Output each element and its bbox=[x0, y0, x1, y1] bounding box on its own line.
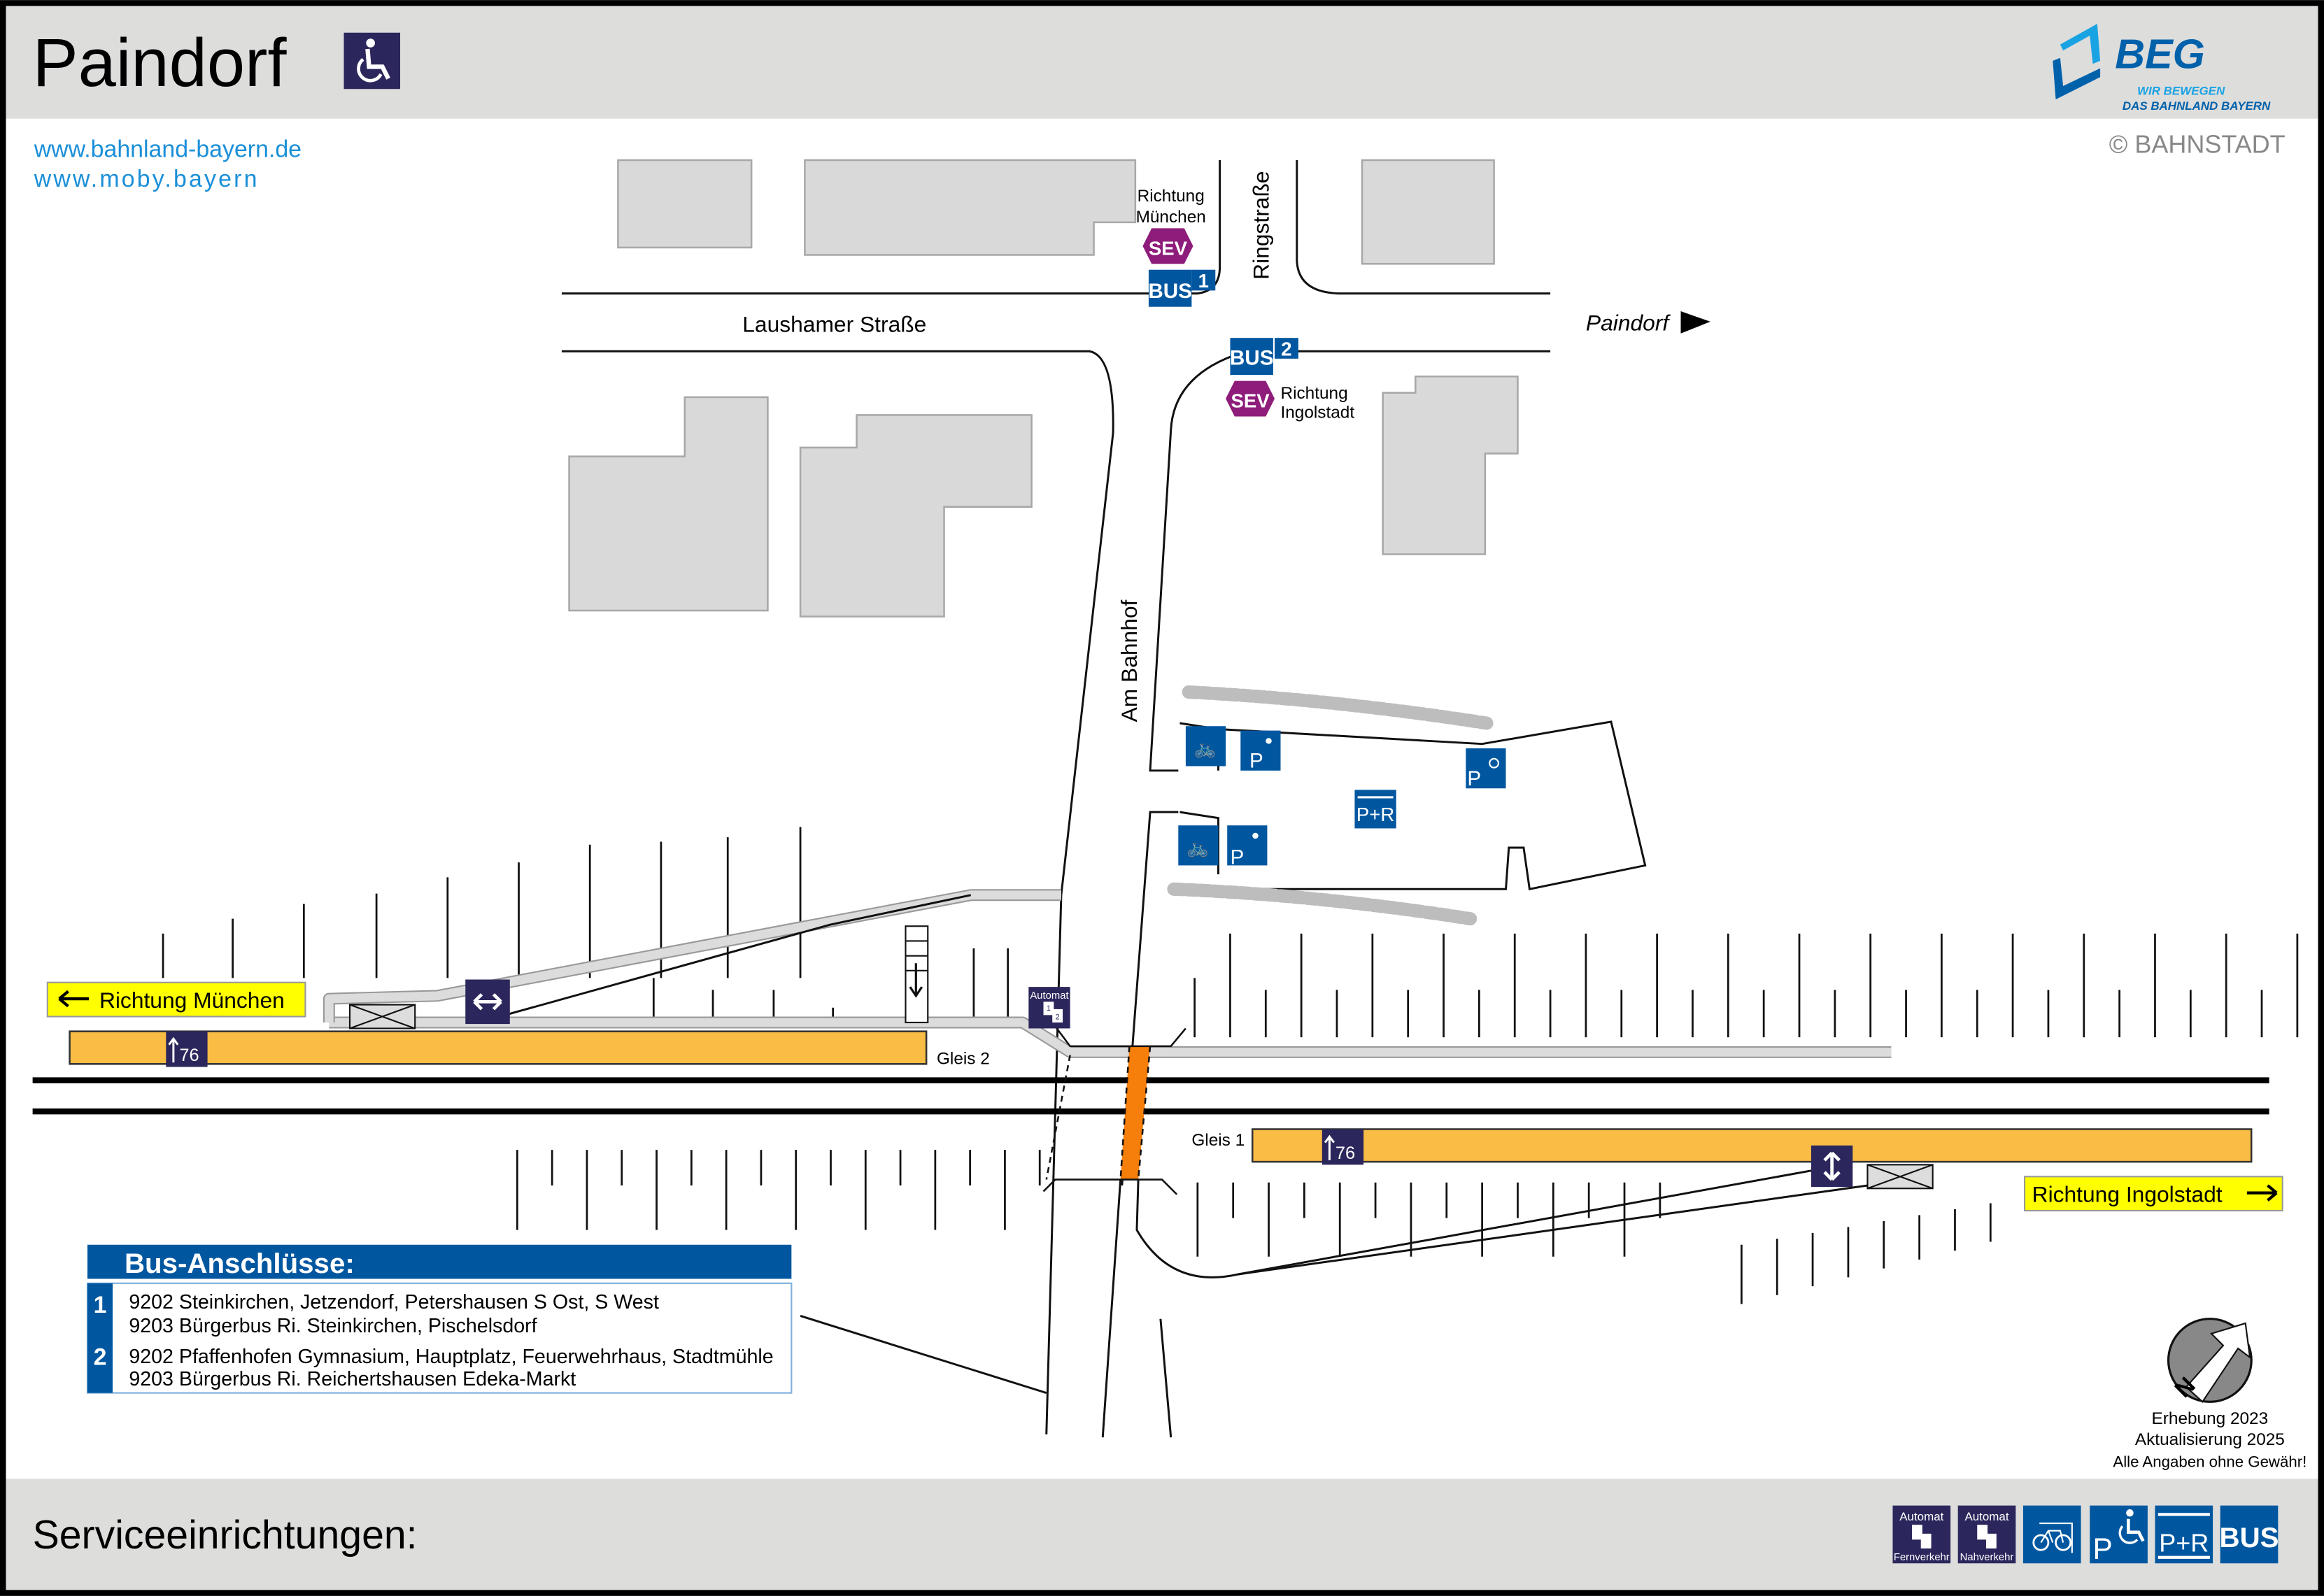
roads bbox=[561, 159, 1868, 1438]
svg-text:DAS BAHNLAND BAYERN: DAS BAHNLAND BAYERN bbox=[2123, 99, 2271, 113]
buildings bbox=[568, 159, 1519, 618]
svg-text:Richtung: Richtung bbox=[1280, 384, 1347, 403]
svg-text:BUS: BUS bbox=[1148, 280, 1192, 303]
ticket-machine-long-distance-icon: Automat Fernverkehr bbox=[1892, 1505, 1951, 1564]
svg-text:9203 Bürgerbus Ri. Steinkirche: 9203 Bürgerbus Ri. Steinkirchen, Pischel… bbox=[129, 1315, 537, 1337]
bike-parking-icon: 🚲 bbox=[1185, 726, 1226, 767]
shelter-icon bbox=[348, 1004, 416, 1029]
bike-parking-icon: 🚲 bbox=[1178, 825, 1219, 866]
sev-icon bbox=[1142, 228, 1193, 264]
direction-paindorf: Paindorf bbox=[1586, 311, 1671, 336]
link-moby-bayern[interactable]: www.moby.bayern bbox=[34, 166, 260, 192]
bus-stop-1[interactable]: Richtung München SEV BUS 1 bbox=[1136, 187, 1216, 307]
north-arrow-icon: N bbox=[2167, 1318, 2253, 1403]
ticket-machine-icon[interactable]: Automat 1 2 bbox=[1028, 987, 1070, 1029]
label-gleis-2: Gleis 2 bbox=[937, 1049, 990, 1068]
sev-icon bbox=[1226, 380, 1275, 417]
hedges bbox=[1167, 685, 1494, 926]
stairs-icon bbox=[905, 925, 929, 1024]
svg-text:P: P bbox=[1230, 846, 1244, 869]
label-gleis-1: Gleis 1 bbox=[1191, 1131, 1245, 1150]
arrow-right-icon bbox=[1680, 311, 1710, 334]
crossing-outline bbox=[1042, 1022, 1186, 1195]
park-and-ride-icon: P+R bbox=[1354, 790, 1396, 829]
platform-height-icon: 76 bbox=[166, 1031, 208, 1067]
svg-text:Ingolstadt: Ingolstadt bbox=[1280, 404, 1354, 422]
disabled-parking-icon: P bbox=[1240, 730, 1281, 773]
svg-text:9202 Pfaffenhofen Gymnasium, H: 9202 Pfaffenhofen Gymnasium, Hauptplatz,… bbox=[129, 1346, 773, 1368]
svg-text:🚲: 🚲 bbox=[1186, 838, 1209, 857]
svg-text:2: 2 bbox=[1056, 1013, 1060, 1022]
wheelchair-icon bbox=[343, 32, 401, 90]
svg-text:Nahverkehr: Nahverkehr bbox=[1960, 1552, 2014, 1563]
svg-text:Bus-Anschlüsse:: Bus-Anschlüsse: bbox=[125, 1248, 355, 1279]
link-bahnland-bayern[interactable]: www.bahnland-bayern.de bbox=[34, 136, 302, 163]
direction-sign-ingolstadt: Richtung Ingolstadt bbox=[2023, 1176, 2283, 1212]
svg-text:1: 1 bbox=[94, 1292, 107, 1318]
disabled-parking-icon: P bbox=[2090, 1505, 2148, 1565]
step-free-access-horizontal-icon bbox=[465, 979, 510, 1025]
platform-gleis-1 bbox=[1251, 1128, 2253, 1163]
direction-sign-muenchen: Richtung München bbox=[46, 981, 306, 1018]
page-title: Paindorf bbox=[33, 24, 288, 101]
svg-text:P+R: P+R bbox=[2159, 1528, 2209, 1557]
bus-icon bbox=[1148, 269, 1192, 307]
platform-markers bbox=[162, 827, 2299, 1304]
bus-icon: BUS bbox=[2220, 1505, 2279, 1564]
svg-text:Automat: Automat bbox=[1030, 990, 1069, 1002]
step-free-access-vertical-icon bbox=[1811, 1145, 1853, 1188]
svg-text:2: 2 bbox=[94, 1344, 107, 1370]
bus-icon bbox=[1230, 338, 1273, 376]
svg-text:München: München bbox=[1136, 208, 1206, 227]
bike-parking-icon bbox=[2022, 1505, 2081, 1564]
svg-text:Automat: Automat bbox=[1899, 1510, 1943, 1523]
bus-stop-2[interactable]: BUS 2 SEV Richtung Ingolstadt bbox=[1226, 338, 1354, 422]
walkways bbox=[323, 889, 1892, 1058]
svg-text:Fernverkehr: Fernverkehr bbox=[1894, 1552, 1950, 1563]
svg-text:9202 Steinkirchen, Jetzendorf,: 9202 Steinkirchen, Jetzendorf, Petershau… bbox=[129, 1291, 659, 1313]
svg-text:76: 76 bbox=[179, 1046, 199, 1065]
svg-text:P: P bbox=[2092, 1532, 2112, 1565]
motorcycle-parking-icon: P bbox=[1466, 748, 1506, 790]
svg-text:SEV: SEV bbox=[1231, 390, 1270, 412]
svg-text:Automat: Automat bbox=[1964, 1510, 2008, 1523]
svg-text:2: 2 bbox=[1281, 339, 1291, 360]
svg-text:Richtung München: Richtung München bbox=[99, 988, 285, 1013]
svg-text:1: 1 bbox=[1198, 270, 1209, 292]
svg-text:Richtung Ingolstadt: Richtung Ingolstadt bbox=[2032, 1181, 2223, 1206]
svg-text:P: P bbox=[1249, 750, 1263, 773]
survey-date: Erhebung 2023 bbox=[2152, 1409, 2269, 1428]
disclaimer: Alle Angaben ohne Gewähr! bbox=[2113, 1453, 2307, 1471]
platform-gleis-2 bbox=[69, 1030, 928, 1065]
disabled-parking-icon: P bbox=[1227, 825, 1268, 869]
street-ring: Ringstraße bbox=[1249, 171, 1274, 279]
svg-text:BUS: BUS bbox=[2220, 1522, 2279, 1553]
svg-text:WIR BEWEGEN: WIR BEWEGEN bbox=[2137, 85, 2225, 98]
bus-connections-panel: Bus-Anschlüsse: 1 9202 Steinkirchen, Jet… bbox=[86, 1244, 793, 1394]
update-date: Aktualisierung 2025 bbox=[2135, 1430, 2285, 1449]
svg-text:76: 76 bbox=[1335, 1143, 1355, 1163]
platform-height-icon: 76 bbox=[1322, 1129, 1364, 1165]
ticket-machine-regional-icon: Automat Nahverkehr bbox=[1957, 1505, 2016, 1564]
bahnstadt-copyright: © BAHNSTADT bbox=[2109, 129, 2286, 158]
svg-text:1: 1 bbox=[1047, 1004, 1051, 1013]
svg-text:Richtung: Richtung bbox=[1138, 187, 1205, 206]
street-am-bahnhof: Am Bahnhof bbox=[1117, 599, 1142, 722]
svg-text:P: P bbox=[1467, 767, 1481, 790]
footer-title: Serviceeinrichtungen: bbox=[33, 1513, 418, 1558]
svg-text:SEV: SEV bbox=[1149, 238, 1188, 259]
shelter-icon bbox=[1866, 1164, 1934, 1190]
svg-text:🚲: 🚲 bbox=[1194, 739, 1217, 759]
beg-logo: BEG WIR BEWEGEN DAS BAHNLAND BAYERN bbox=[2053, 24, 2271, 113]
street-laushamer: Laushamer Straße bbox=[742, 312, 926, 337]
park-and-ride-icon: P+R bbox=[2155, 1505, 2213, 1564]
svg-text:BEG: BEG bbox=[2115, 31, 2205, 78]
svg-text:9203 Bürgerbus Ri. Reichertsha: 9203 Bürgerbus Ri. Reichertshausen Edeka… bbox=[129, 1368, 576, 1390]
svg-text:P+R: P+R bbox=[1356, 804, 1394, 825]
svg-text:BUS: BUS bbox=[1230, 346, 1274, 369]
